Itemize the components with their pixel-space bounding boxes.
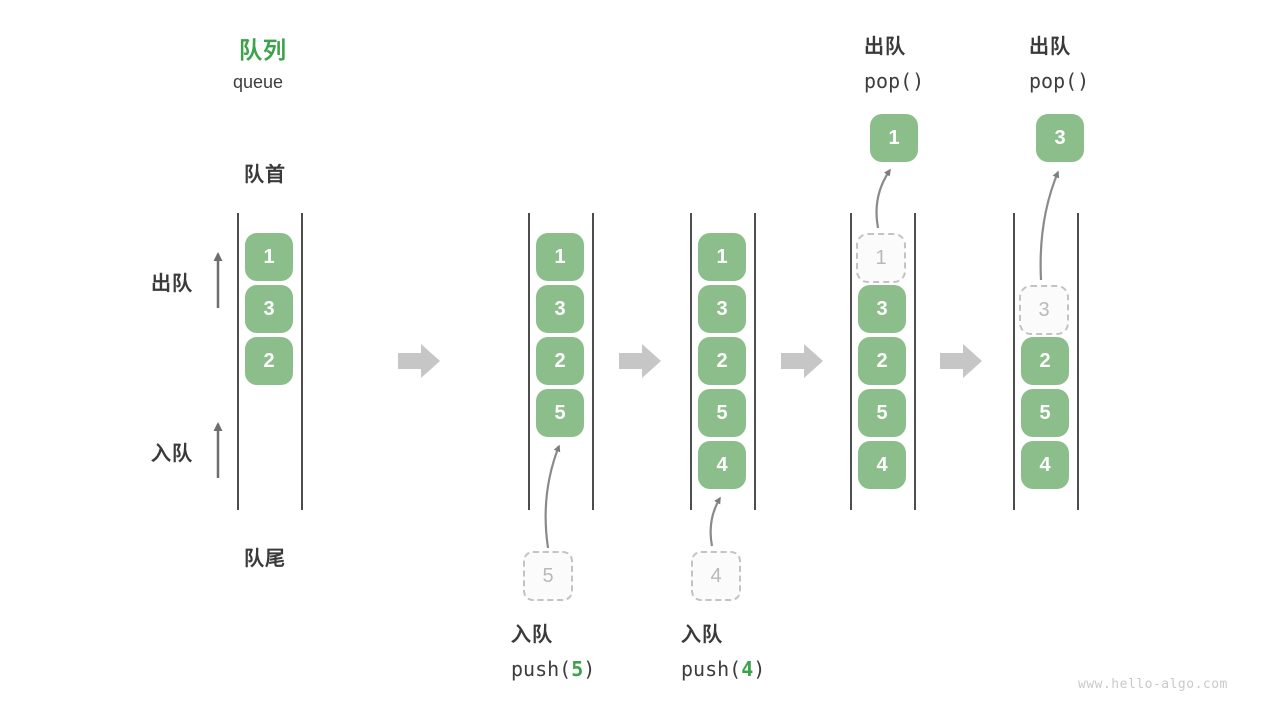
queue-cell: 4: [698, 441, 746, 489]
queue-cell: 5: [858, 389, 906, 437]
queue-cell: 5: [536, 389, 584, 437]
queue-cell: 4: [858, 441, 906, 489]
queue-column-2: 1 3 2 5: [528, 213, 594, 510]
queue-cell: 1: [245, 233, 293, 281]
queue-cell: 3: [536, 285, 584, 333]
queue-cell: 3: [698, 285, 746, 333]
queue-cell: 1: [536, 233, 584, 281]
dequeue-op-code: pop(): [864, 69, 925, 93]
block-arrow-4: [940, 344, 982, 378]
removed-cell: 1: [856, 233, 906, 283]
popped-value-box: 3: [1036, 114, 1084, 162]
block-arrow-3: [781, 344, 823, 378]
enqueue-op-label-1: 入队 push(5): [511, 618, 595, 686]
diagram-title-en: queue: [233, 72, 284, 92]
dequeue-op-zh: 出队: [864, 36, 906, 58]
queue-column-3: 1 3 2 5 4: [690, 213, 756, 510]
queue-column-4: 1 3 2 5 4: [850, 213, 916, 510]
diagram-title-zh: 队列: [239, 37, 287, 63]
queue-cell: 2: [698, 337, 746, 385]
dequeue-op-label-1: 出队 pop(): [864, 30, 924, 98]
label-queue-rear: 队尾: [244, 548, 286, 570]
push-arg: 4: [741, 657, 754, 681]
popped-value-box: 1: [870, 114, 918, 162]
pending-enqueue-box: 4: [691, 551, 741, 601]
enqueue-op-code: push(4): [681, 657, 766, 681]
queue-cell: 3: [245, 285, 293, 333]
watermark: www.hello-algo.com: [1078, 677, 1228, 692]
queue-cell: 4: [1021, 441, 1069, 489]
queue-cell: 2: [1021, 337, 1069, 385]
block-arrow-2: [619, 344, 661, 378]
enqueue-op-zh: 入队: [681, 624, 723, 646]
queue-cell: 1: [698, 233, 746, 281]
label-enqueue-left: 入队: [151, 443, 193, 465]
queue-cell: 2: [536, 337, 584, 385]
queue-cell: 5: [1021, 389, 1069, 437]
label-dequeue-left: 出队: [151, 273, 193, 295]
queue-cell: 2: [858, 337, 906, 385]
enqueue-op-code: push(5): [511, 657, 596, 681]
pending-enqueue-box: 5: [523, 551, 573, 601]
enqueue-op-zh: 入队: [511, 624, 553, 646]
removed-cell: 3: [1019, 285, 1069, 335]
queue-column-1: 1 3 2: [237, 213, 303, 510]
dequeue-op-zh: 出队: [1029, 36, 1071, 58]
enqueue-op-label-2: 入队 push(4): [681, 618, 765, 686]
queue-cell: 5: [698, 389, 746, 437]
dequeue-op-code: pop(): [1029, 69, 1090, 93]
queue-column-5: 3 2 5 4: [1013, 213, 1079, 510]
label-queue-front: 队首: [244, 164, 286, 186]
queue-cell: 2: [245, 337, 293, 385]
push-arg: 5: [571, 657, 584, 681]
dequeue-op-label-2: 出队 pop(): [1029, 30, 1089, 98]
block-arrow-1: [398, 344, 440, 378]
queue-cell: 3: [858, 285, 906, 333]
